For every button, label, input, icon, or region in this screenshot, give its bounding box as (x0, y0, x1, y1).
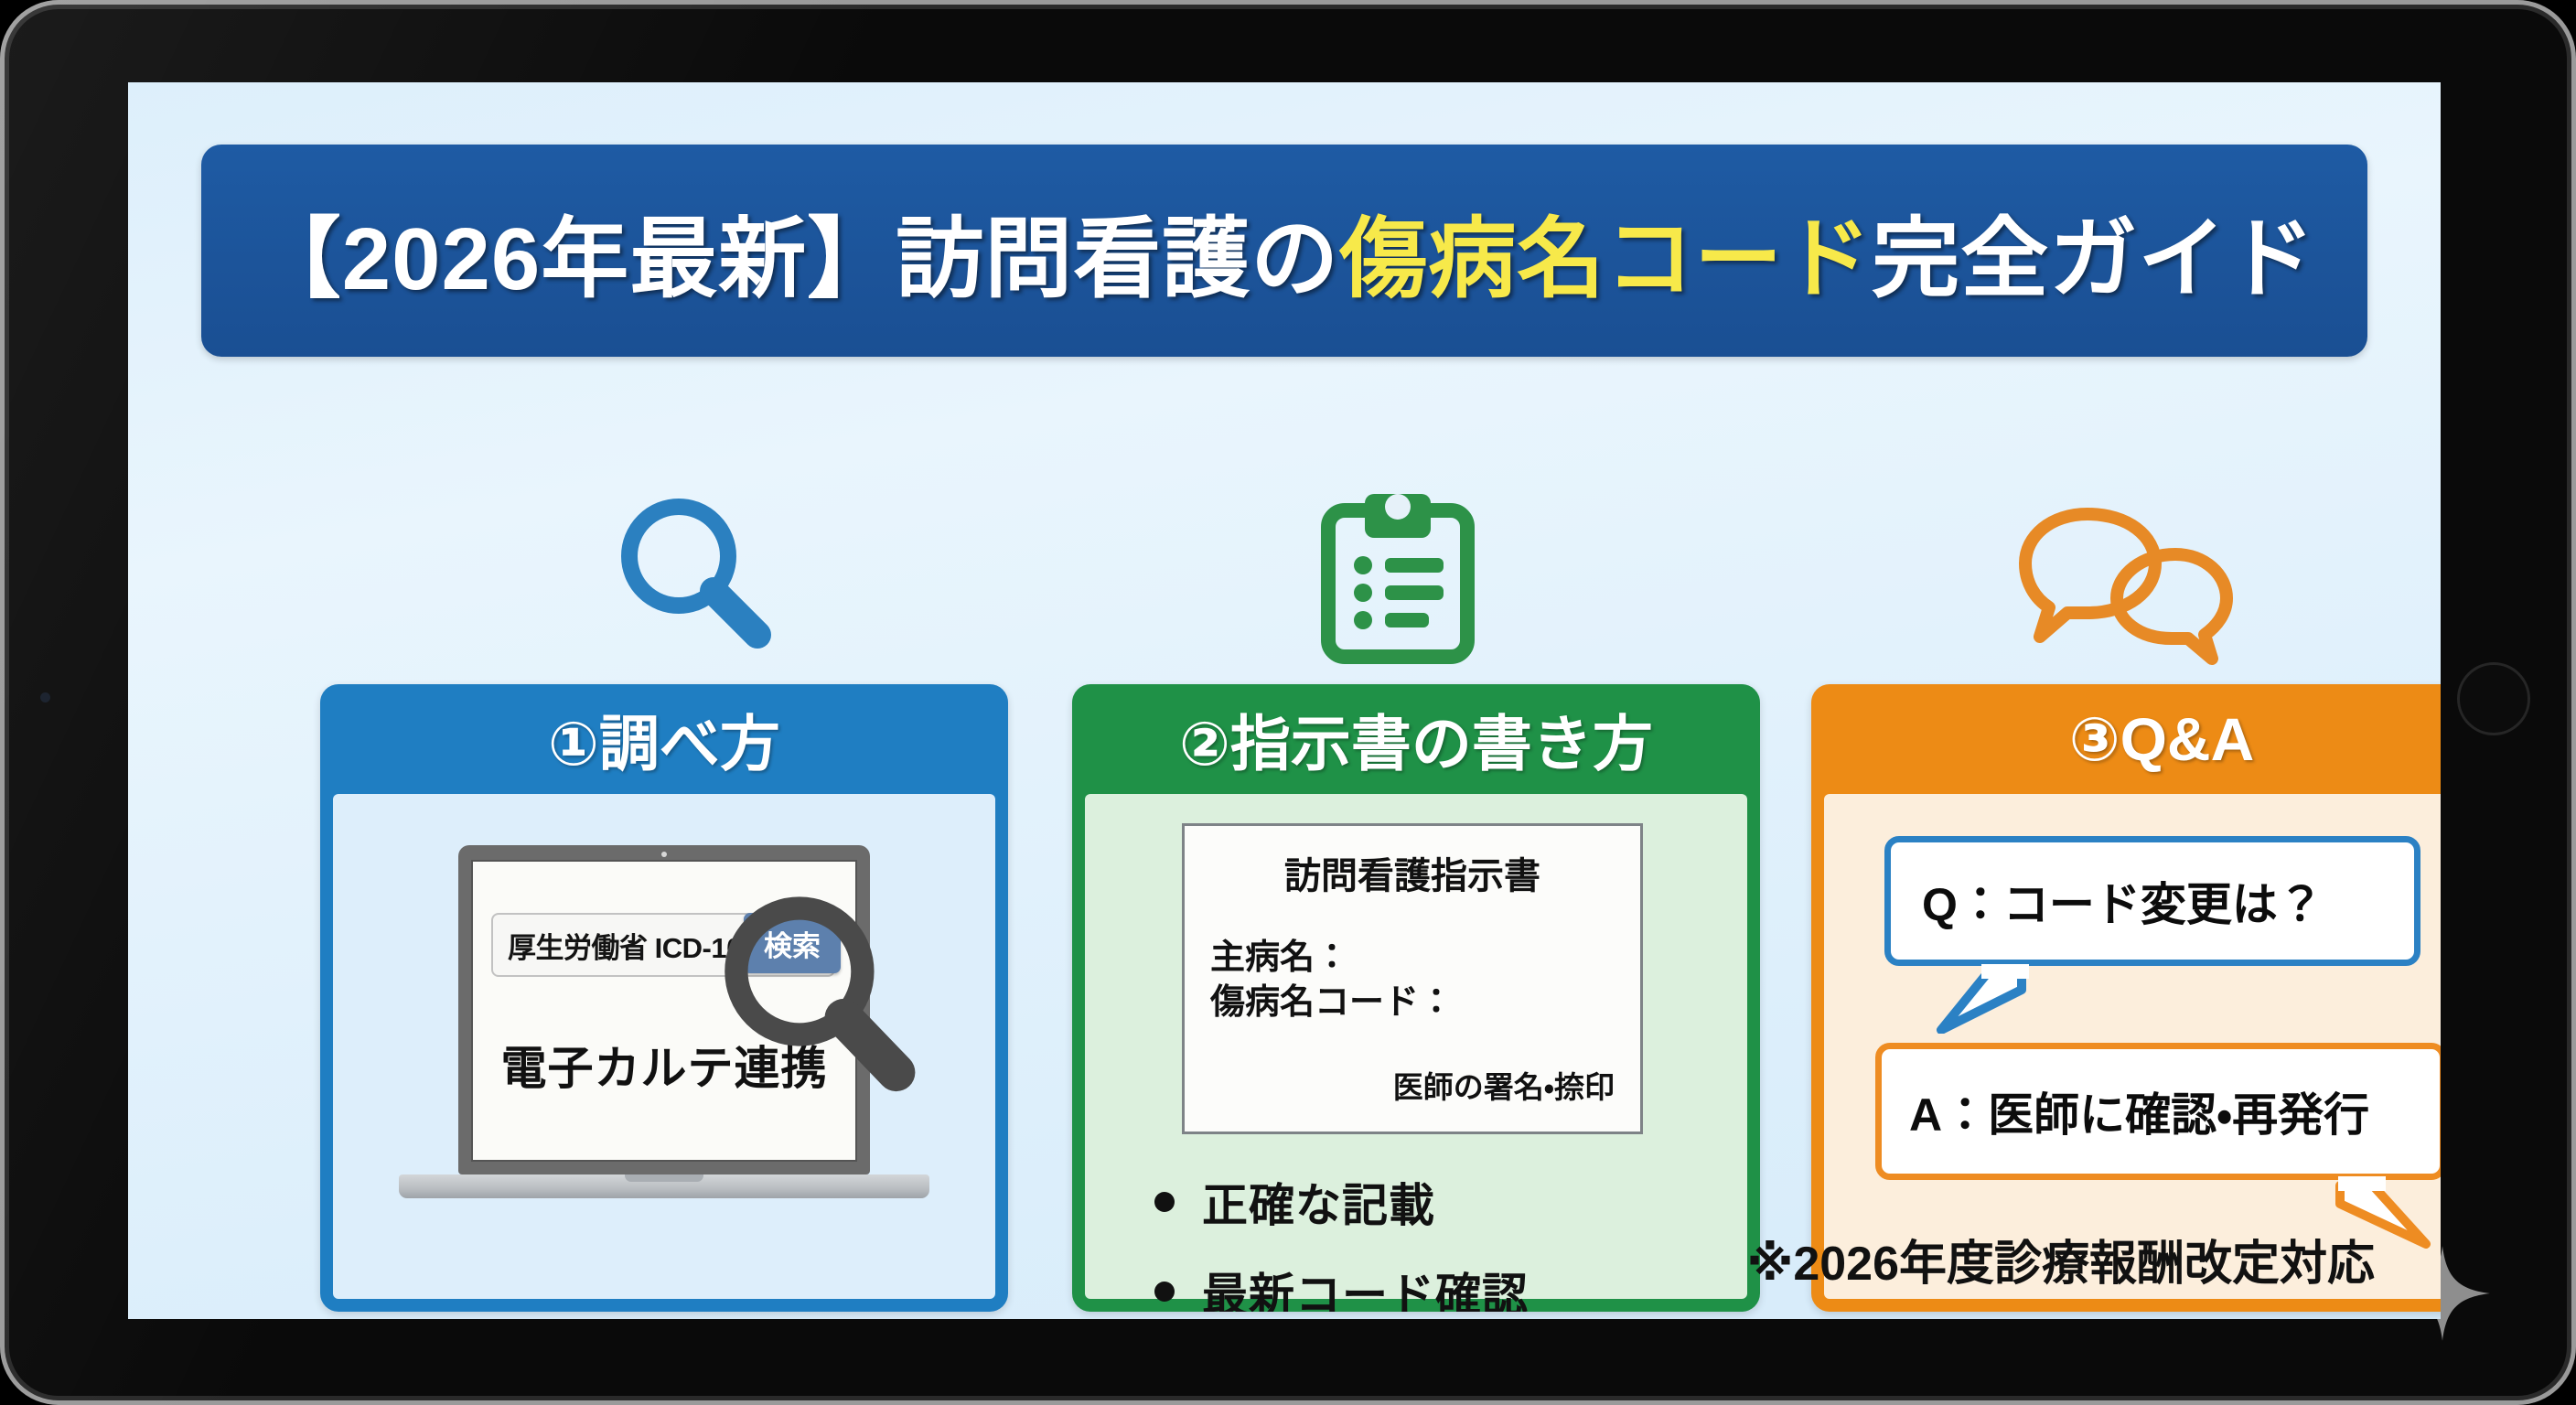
question-bubble-tail (1937, 964, 2029, 1034)
sparkle-star-icon (2395, 1246, 2490, 1341)
laptop-illustration: 厚生労働省 ICD-10 検索 電子カルテ連携 (399, 845, 929, 1198)
document-field-disease-code: 傷病名コード： (1210, 982, 1454, 1022)
title-suffix: 完全ガイド (1872, 209, 2316, 308)
card-1-body: 厚生労働省 ICD-10 検索 電子カルテ連携 (333, 794, 995, 1299)
card-2-title: ②指示書の書き方 (1179, 710, 1653, 778)
laptop-camera-icon (661, 852, 667, 857)
bullet-dot-icon (1154, 1192, 1175, 1212)
card-how-to-write[interactable]: ②指示書の書き方 訪問看護指示書 主病名： 傷病名コード： 医師の署名・捺印 正… (1072, 684, 1760, 1312)
list-item: 最新コード確認 (1154, 1259, 1529, 1312)
title-prefix: 【2026年最新】訪問看護の (252, 209, 1340, 308)
speech-bubbles-icon (1991, 476, 2265, 668)
card-how-to-search[interactable]: ①調べ方 厚生労働省 ICD-10 検索 電子カルテ連携 (320, 684, 1008, 1312)
card-2-body: 訪問看護指示書 主病名： 傷病名コード： 医師の署名・捺印 正確な記載 最新コー… (1085, 794, 1747, 1312)
card-1-header: ①調べ方 (320, 684, 1008, 794)
answer-bubble: A：医師に確認・再発行 (1875, 1043, 2441, 1180)
card-3-header: ③Q&A (1811, 684, 2441, 794)
bullet-label: 正確な記載 (1202, 1180, 1435, 1231)
card-qa[interactable]: ③Q&A Q：コード変更は？ A：医師に確認・再発行 (1811, 684, 2441, 1312)
footer-note: ※2026年度診療報酬改定対応 (1746, 1238, 2375, 1291)
clipboard-icon (1261, 476, 1535, 668)
question-bubble: Q：コード変更は？ (1884, 836, 2420, 966)
laptop-lid: 厚生労働省 ICD-10 検索 電子カルテ連携 (458, 845, 916, 1174)
slide-screen: 【2026年最新】訪問看護の傷病名コード完全ガイド (128, 82, 2441, 1319)
search-input-value: 厚生労働省 ICD-10 (508, 931, 742, 964)
page-title: 【2026年最新】訪問看護の傷病名コード完全ガイド (253, 188, 2316, 315)
document-title: 訪問看護指示書 (1284, 856, 1540, 896)
magnifier-icon (558, 476, 832, 668)
laptop-screen: 厚生労働省 ICD-10 検索 電子カルテ連携 (471, 860, 916, 1162)
bullet-label: 最新コード確認 (1202, 1270, 1529, 1312)
card-3-body: Q：コード変更は？ A：医師に確認・再発行 (1824, 794, 2441, 1299)
document-field-main-disease: 主病名： (1210, 938, 1350, 977)
front-camera-icon (40, 692, 50, 702)
magnifier-overlay-icon (724, 896, 916, 1092)
card-2-bullet-list: 正確な記載 最新コード確認 (1154, 1169, 1529, 1312)
answer-text: A：医師に確認・再発行 (1909, 1089, 2370, 1141)
laptop-base (399, 1174, 929, 1198)
title-highlight: 傷病名コード (1339, 209, 1873, 308)
laptop-trackpad-notch (625, 1174, 703, 1182)
document-signature-line: 医師の署名・捺印 (1392, 1070, 1615, 1105)
question-text: Q：コード変更は？ (1922, 879, 2324, 930)
search-button[interactable]: 検索 (744, 913, 841, 973)
card-1-title: ①調べ方 (548, 710, 780, 778)
answer-bubble-tail (2335, 1176, 2431, 1249)
card-2-header: ②指示書の書き方 (1072, 684, 1760, 794)
home-button[interactable] (2457, 662, 2530, 735)
list-item: 正確な記載 (1154, 1169, 1529, 1235)
laptop-caption: 電子カルテ連携 (500, 1043, 828, 1094)
bullet-dot-icon (1154, 1282, 1175, 1302)
instruction-document: 訪問看護指示書 主病名： 傷病名コード： 医師の署名・捺印 (1182, 823, 1643, 1134)
title-banner: 【2026年最新】訪問看護の傷病名コード完全ガイド (201, 145, 2367, 357)
card-3-title: ③Q&A (2068, 704, 2255, 773)
